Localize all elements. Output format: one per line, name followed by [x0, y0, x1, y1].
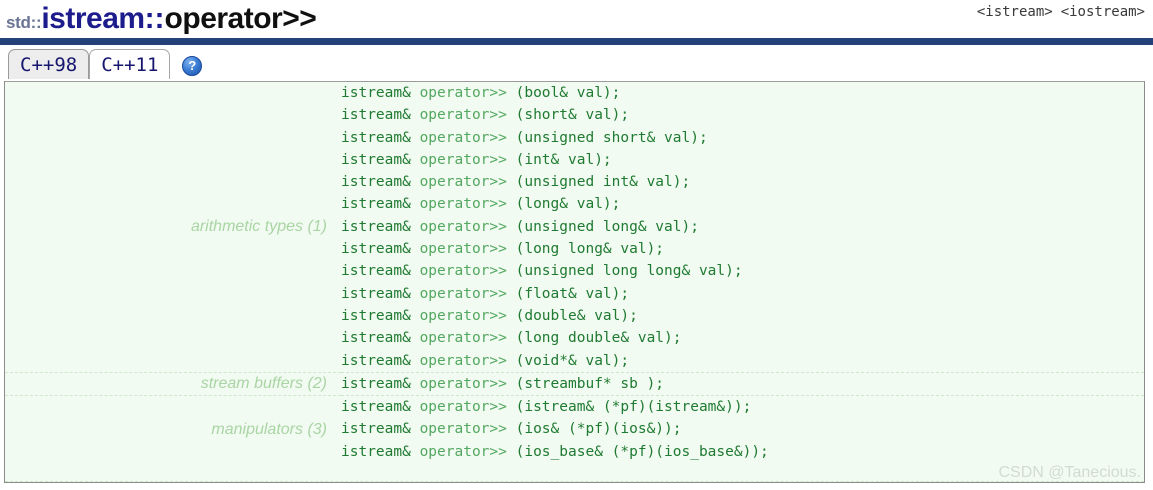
group-label-cell: manipulators (3) — [5, 395, 341, 464]
help-icon[interactable] — [182, 56, 203, 76]
signature-panel: arithmetic types (1) istream& operator>>… — [4, 81, 1145, 483]
signature-line: istream& operator>> (istream& (*pf)(istr… — [341, 399, 752, 416]
signature-line: istream& operator>> (void*& val); — [341, 352, 630, 369]
operator-token: operator>> — [419, 307, 507, 324]
iostream-header-link[interactable]: <iostream> — [1060, 4, 1145, 20]
operator-token: operator>> — [419, 151, 507, 168]
signature-line: istream& operator>> (short& val); — [341, 107, 630, 124]
operator-token: operator>> — [419, 399, 507, 416]
signature-line: istream& operator>> (unsigned short& val… — [341, 129, 708, 146]
title-scope-separator: :: — [144, 2, 165, 35]
group-signatures-cell: istream& operator>> (streambuf* sb ); — [341, 371, 1144, 396]
tab-cpp11[interactable]: C++11 — [89, 49, 171, 79]
operator-token: operator>> — [419, 241, 507, 258]
group-label: manipulators (3) — [211, 420, 327, 438]
signature-line: istream& operator>> (long& val); — [341, 196, 621, 213]
operator-token: operator>> — [419, 107, 507, 124]
signature-line: istream& operator>> (double& val); — [341, 307, 638, 324]
overload-group-manipulators: manipulators (3) istream& operator>> (is… — [5, 395, 1144, 464]
overload-group-arithmetic-types: arithmetic types (1) istream& operator>>… — [5, 82, 1144, 372]
group-label: arithmetic types (1) — [190, 217, 327, 235]
title-member: operator>> — [164, 2, 317, 35]
page-header: std::istream::operator>> <istream> <iostr… — [0, 0, 1153, 38]
group-signatures-cell: istream& operator>> (istream& (*pf)(istr… — [341, 395, 1144, 464]
signature-line: istream& operator>> (unsigned long long&… — [341, 263, 743, 280]
operator-token: operator>> — [419, 352, 507, 369]
page-title: std::istream::operator>> — [6, 2, 317, 41]
title-namespace: std:: — [6, 13, 42, 32]
signature-line: istream& operator>> (long double& val); — [341, 330, 682, 347]
signature-line: istream& operator>> (unsigned long& val)… — [341, 218, 699, 235]
overload-signature-table: arithmetic types (1) istream& operator>>… — [5, 82, 1144, 464]
header-include-links: <istream> <iostream> — [969, 4, 1145, 20]
signature-line: istream& operator>> (int& val); — [341, 151, 612, 168]
signature-line: istream& operator>> (ios_base& (*pf)(ios… — [341, 443, 769, 460]
group-label-cell: stream buffers (2) — [5, 371, 341, 396]
operator-token: operator>> — [419, 421, 507, 438]
overload-group-stream-buffers: stream buffers (2) istream& operator>> (… — [5, 371, 1144, 396]
operator-token: operator>> — [419, 218, 507, 235]
signature-line: istream& operator>> (float& val); — [341, 285, 630, 302]
signature-line: istream& operator>> (streambuf* sb ); — [341, 375, 665, 392]
istream-header-link[interactable]: <istream> — [976, 4, 1053, 20]
operator-token: operator>> — [419, 196, 507, 213]
signature-line: istream& operator>> (long long& val); — [341, 241, 665, 258]
title-class: istream — [41, 2, 145, 35]
operator-token: operator>> — [419, 443, 507, 460]
group-signatures-cell: istream& operator>> (bool& val); istream… — [341, 82, 1144, 372]
signature-line: istream& operator>> (unsigned int& val); — [341, 174, 691, 191]
signature-line: istream& operator>> (bool& val); — [341, 85, 621, 101]
signature-line: istream& operator>> (ios& (*pf)(ios&)); — [341, 421, 682, 438]
header-divider-rule — [0, 38, 1153, 45]
tab-cpp98[interactable]: C++98 — [8, 49, 90, 79]
operator-token: operator>> — [419, 285, 507, 302]
panel-bottom-divider — [5, 481, 1144, 482]
operator-token: operator>> — [419, 263, 507, 280]
group-label-cell: arithmetic types (1) — [5, 82, 341, 372]
operator-token: operator>> — [419, 330, 507, 347]
operator-token: operator>> — [419, 375, 507, 392]
group-label: stream buffers (2) — [200, 375, 327, 392]
operator-token: operator>> — [419, 129, 507, 146]
operator-token: operator>> — [419, 85, 507, 101]
operator-token: operator>> — [419, 174, 507, 191]
